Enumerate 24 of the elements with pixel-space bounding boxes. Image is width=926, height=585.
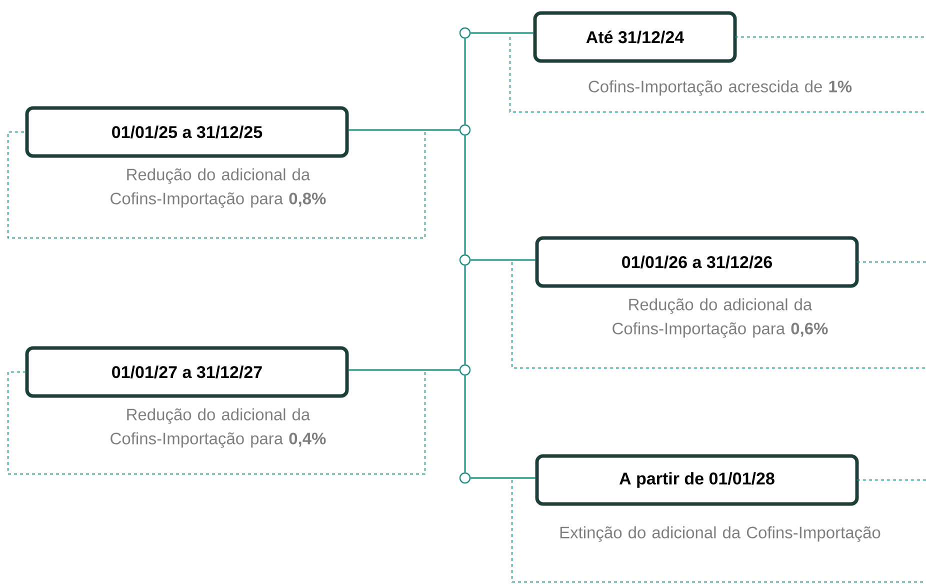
description-text: Redução do adicional da Cofins-Importação para 0,4% <box>110 408 326 448</box>
connector-line <box>470 32 534 34</box>
timeline-dot <box>459 124 471 136</box>
connector-line <box>464 136 466 254</box>
date-box: Até 31/12/24 <box>533 11 737 63</box>
description-text: Cofins-Importação acrescida de 1% <box>588 80 852 96</box>
description-text: Extinção do adicional da Cofins-Importação <box>560 526 880 542</box>
timeline-dot <box>459 27 471 39</box>
connector-line <box>464 38 466 124</box>
connector-line <box>470 477 536 479</box>
date-box: 01/01/25 a 31/12/25 <box>25 106 349 158</box>
description-text: Redução do adicional da Cofins-Importação para 0,8% <box>110 168 326 208</box>
timeline-dot <box>459 364 471 376</box>
description-text: Redução do adicional da Cofins-Importação para 0,6% <box>612 298 828 338</box>
connector-line <box>348 129 460 131</box>
connector-line <box>348 369 460 371</box>
connector-line <box>464 266 466 364</box>
timeline-dot <box>459 472 471 484</box>
connector-line <box>464 376 466 472</box>
date-box: 01/01/26 a 31/12/26 <box>535 236 859 288</box>
timeline-dot <box>459 254 471 266</box>
connector-line <box>470 259 536 261</box>
date-box: 01/01/27 a 31/12/27 <box>25 346 349 398</box>
date-box: A partir de 01/01/28 <box>535 454 859 506</box>
